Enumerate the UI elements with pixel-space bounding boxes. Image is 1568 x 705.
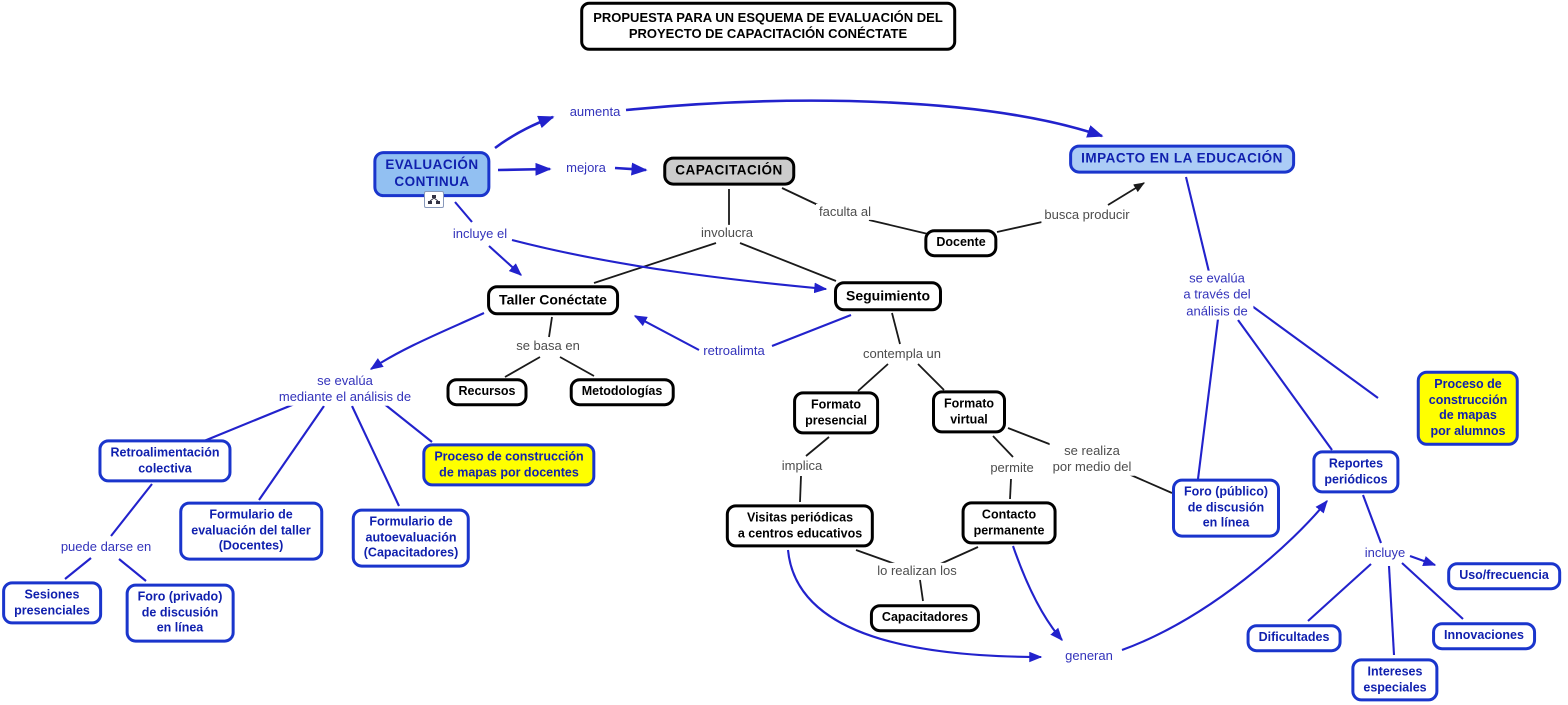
node-capacitacion[interactable]: CAPACITACIÓN xyxy=(663,156,795,186)
node-foro-privado[interactable]: Foro (privado) de discusión en línea xyxy=(125,583,235,643)
node-capacitadores[interactable]: Capacitadores xyxy=(869,604,981,632)
link-label-faculta-al[interactable]: faculta al xyxy=(815,203,875,221)
link-label-contempla-un[interactable]: contempla un xyxy=(859,345,945,363)
node-seguimiento[interactable]: Seguimiento xyxy=(833,281,943,311)
link-label-incluye[interactable]: incluye xyxy=(1361,544,1409,562)
node-reportes-periodicos[interactable]: Reportes periódicos xyxy=(1312,450,1400,494)
link-label-incluye-el[interactable]: incluye el xyxy=(449,225,511,243)
link-label-permite[interactable]: permite xyxy=(987,459,1037,477)
mini-map-glyph xyxy=(428,194,440,204)
node-formato-virtual[interactable]: Formato virtual xyxy=(932,390,1006,434)
link-label-se-evalua-mediante[interactable]: se evalúa mediante el análisis de xyxy=(275,372,415,406)
node-sesiones-presenciales[interactable]: Sesiones presenciales xyxy=(2,581,102,625)
node-retroalimentacion-colectiva[interactable]: Retroalimentación colectiva xyxy=(98,439,232,483)
link-label-puede-darse-en[interactable]: puede darse en xyxy=(57,538,155,556)
node-formulario-autoevaluacion[interactable]: Formulario de autoevaluación (Capacitado… xyxy=(351,508,471,568)
link-label-involucra[interactable]: involucra xyxy=(697,224,757,242)
link-label-aumenta[interactable]: aumenta xyxy=(566,103,624,121)
link-label-generan[interactable]: generan xyxy=(1062,647,1116,665)
node-uso-frecuencia[interactable]: Uso/frecuencia xyxy=(1447,562,1561,590)
node-contacto-permanente[interactable]: Contacto permanente xyxy=(961,501,1057,545)
node-foro-publico[interactable]: Foro (público) de discusión en línea xyxy=(1171,478,1281,538)
node-metodologias[interactable]: Metodologías xyxy=(569,378,675,406)
node-evaluacion-continua[interactable]: EVALUACIÓN CONTINUA xyxy=(373,151,491,197)
node-proceso-mapas-alumnos[interactable]: Proceso de construcción de mapas por alu… xyxy=(1416,370,1520,446)
node-docente[interactable]: Docente xyxy=(924,229,998,257)
link-label-lo-realizan-los[interactable]: lo realizan los xyxy=(874,562,960,580)
node-impacto-educacion[interactable]: IMPACTO EN LA EDUCACIÓN xyxy=(1069,144,1295,174)
node-innovaciones[interactable]: Innovaciones xyxy=(1432,622,1536,650)
node-proceso-mapas-docentes[interactable]: Proceso de construcción de mapas por doc… xyxy=(422,443,596,487)
node-formato-presencial[interactable]: Formato presencial xyxy=(793,391,879,435)
link-label-se-realiza[interactable]: se realiza por medio del xyxy=(1049,442,1135,476)
link-label-busca-producir[interactable]: busca producir xyxy=(1041,206,1133,224)
link-label-implica[interactable]: implica xyxy=(778,457,826,475)
map-title-node[interactable]: PROPUESTA PARA UN ESQUEMA DE EVALUACIÓN … xyxy=(580,1,956,51)
link-label-retroalimta[interactable]: retroalimta xyxy=(700,342,768,360)
node-dificultades[interactable]: Dificultades xyxy=(1246,624,1342,652)
node-visitas-periodicas[interactable]: Visitas periódicas a centros educativos xyxy=(725,504,875,548)
node-taller-conectate[interactable]: Taller Conéctate xyxy=(487,285,619,315)
node-intereses-especiales[interactable]: Intereses especiales xyxy=(1351,658,1439,702)
link-label-mejora[interactable]: mejora xyxy=(563,159,609,177)
link-label-se-basa-en[interactable]: se basa en xyxy=(513,337,583,355)
node-formulario-evaluacion-taller[interactable]: Formulario de evaluación del taller (Doc… xyxy=(179,501,323,561)
node-recursos[interactable]: Recursos xyxy=(446,378,528,406)
concept-map-resource-icon[interactable] xyxy=(424,191,444,208)
link-label-se-evalua-traves[interactable]: se evalúa a través del análisis de xyxy=(1180,270,1254,320)
